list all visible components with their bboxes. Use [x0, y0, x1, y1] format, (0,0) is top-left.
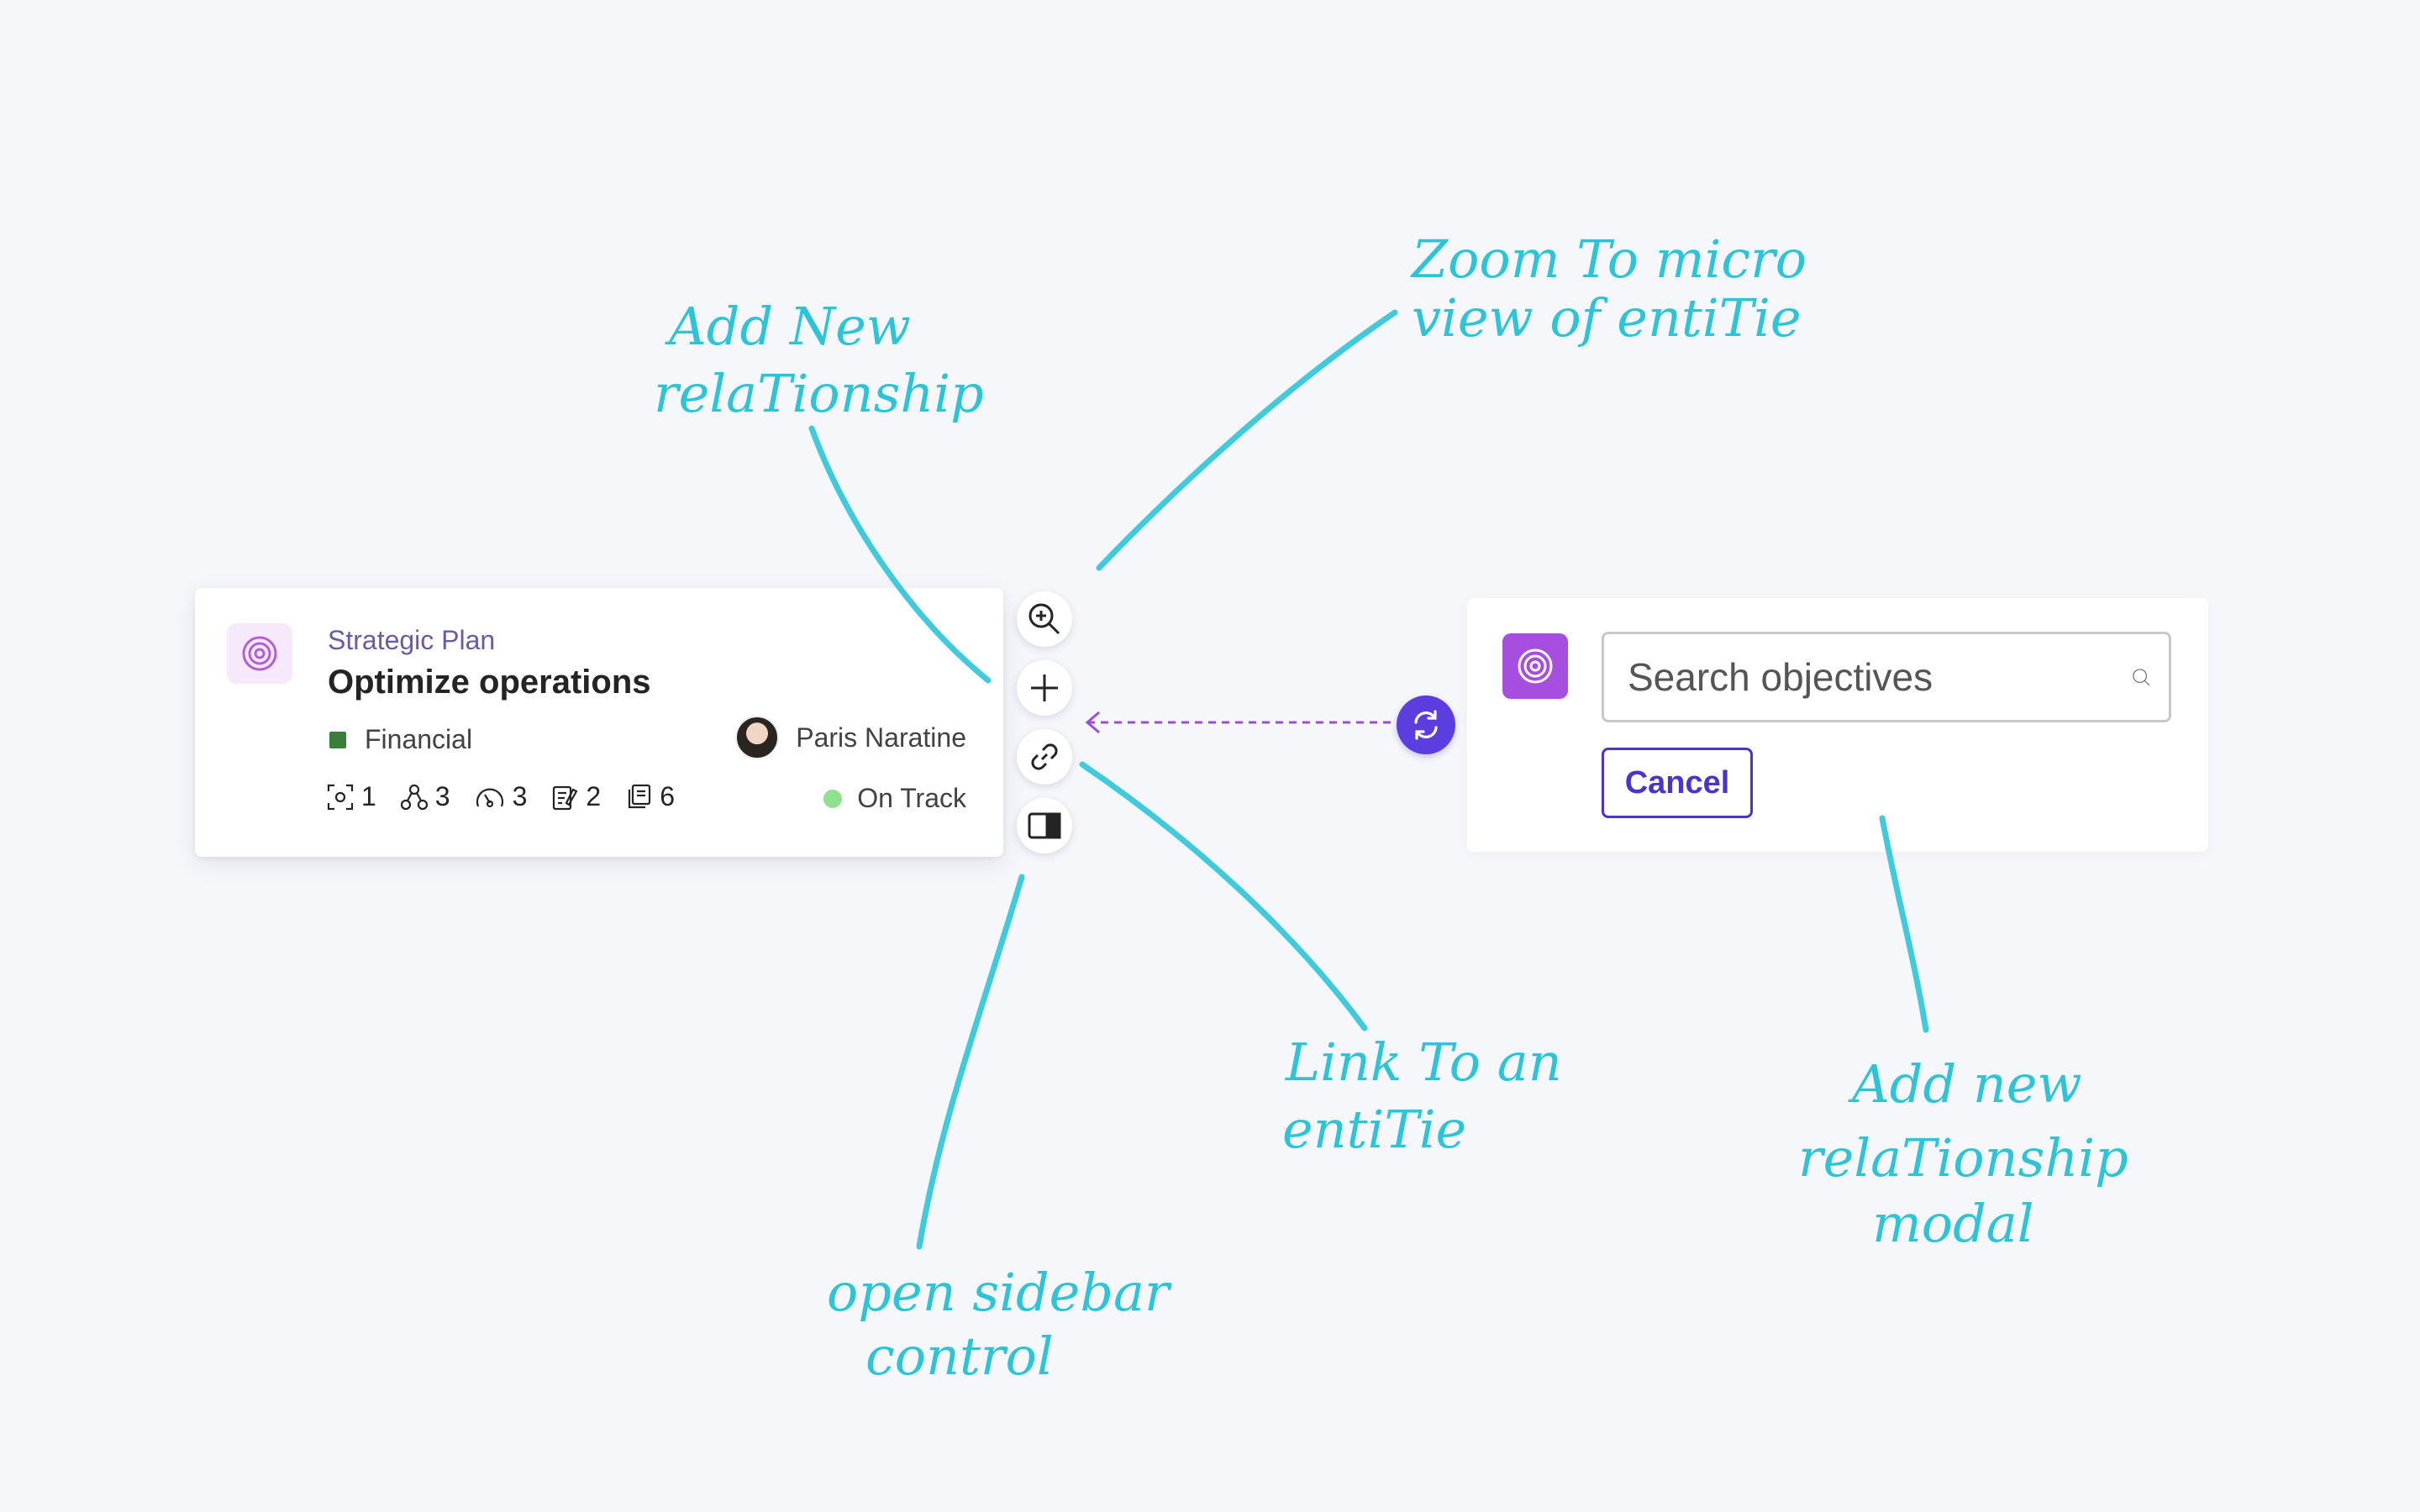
entity-type-label: Strategic Plan — [328, 625, 496, 655]
stat-value: 1 — [361, 781, 376, 811]
stat-value: 6 — [660, 781, 675, 811]
sidebar-icon — [1028, 812, 1061, 839]
stat-documents[interactable]: 6 — [624, 781, 675, 812]
add-relationship-modal: Cancel — [1467, 598, 2208, 852]
zoom-in-icon — [1028, 603, 1060, 635]
category-tag: Financial — [329, 724, 472, 755]
search-icon[interactable] — [2132, 643, 2150, 711]
annotation-stroke-sidebar — [916, 874, 1025, 1250]
annotation-modal: Add new relaTionship modal — [1798, 1053, 2145, 1254]
zoom-button[interactable] — [1017, 591, 1072, 647]
status-dot — [823, 789, 843, 808]
stat-gauge[interactable]: 3 — [474, 781, 528, 812]
status-badge: On Track — [823, 783, 966, 814]
link-icon — [1031, 743, 1058, 770]
category-label: Financial — [365, 724, 473, 754]
add-relationship-button[interactable] — [1017, 660, 1072, 716]
entity-card[interactable]: Strategic Plan Optimize operations Finan… — [195, 588, 1003, 857]
stat-value: 3 — [512, 781, 528, 811]
annotation-sidebar: open sidebar control — [827, 1262, 1186, 1387]
link-entity-button[interactable] — [1017, 729, 1072, 785]
stat-hierarchy[interactable]: 3 — [400, 781, 450, 812]
annotation-add: Add New relaTionship — [654, 296, 984, 424]
entity-title[interactable]: Optimize operations — [328, 664, 651, 701]
stats-row: 1 3 3 2 — [326, 781, 698, 812]
annotation-stroke-zoom — [1096, 309, 1398, 571]
annotation-stroke-link — [1079, 761, 1368, 1032]
status-label: On Track — [857, 783, 966, 813]
cancel-button[interactable]: Cancel — [1602, 748, 1753, 818]
stat-focus[interactable]: 1 — [326, 781, 376, 812]
annotation-link: Link To an entiTie — [1282, 1032, 1578, 1160]
target-icon — [227, 623, 292, 684]
avatar — [735, 716, 780, 759]
hierarchy-icon — [400, 784, 428, 810]
annotation-stroke-add — [808, 425, 992, 684]
sync-icon — [1414, 710, 1438, 740]
gauge-icon — [476, 788, 503, 807]
annotation-stroke-modal — [1879, 815, 1929, 1033]
owner[interactable]: Paris Naratine — [735, 716, 966, 759]
owner-name: Paris Naratine — [796, 722, 966, 753]
annotation-zoom: Zoom To micro view of entiTie — [1410, 228, 1823, 349]
relationship-connector — [1085, 711, 1392, 734]
category-color-swatch — [329, 731, 346, 748]
documents-icon — [629, 784, 651, 808]
search-input[interactable] — [1626, 654, 2132, 701]
stat-tasks[interactable]: 2 — [550, 781, 601, 812]
sync-button[interactable] — [1397, 696, 1455, 754]
stat-value: 3 — [434, 781, 450, 811]
plus-icon — [1031, 675, 1058, 701]
open-sidebar-button[interactable] — [1017, 798, 1072, 853]
target-icon — [1502, 633, 1568, 699]
focus-icon — [327, 784, 354, 810]
search-field[interactable] — [1602, 632, 2171, 722]
stat-value: 2 — [586, 781, 602, 811]
task-icon — [553, 785, 578, 810]
